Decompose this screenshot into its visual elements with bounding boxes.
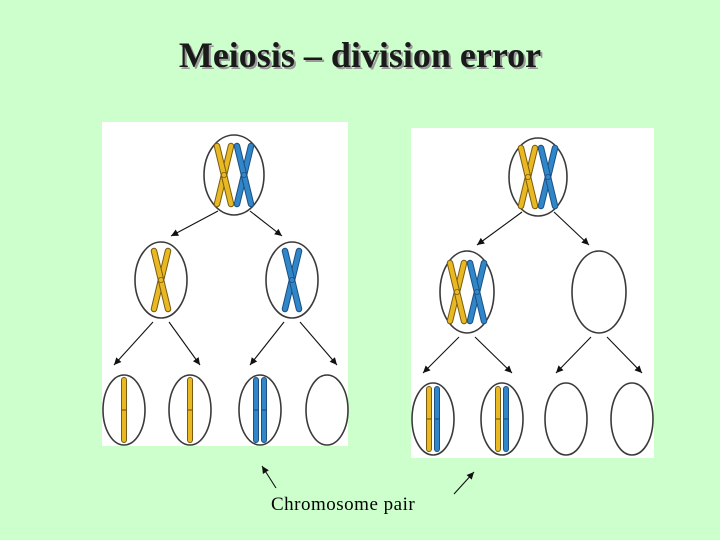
- nondisjunction-daughter-cell: [571, 250, 627, 334]
- yellow-x-chromosome-icon: [213, 142, 235, 208]
- blue-x-chromosome-icon: [233, 142, 255, 208]
- yellow-x-chromosome-icon: [150, 247, 172, 313]
- blue-single-chromosome-icon: [261, 377, 267, 443]
- division-arrow: [168, 321, 201, 366]
- nondisjunction-gamete-cell: [411, 382, 455, 456]
- yellow-single-chromosome-icon: [495, 386, 501, 452]
- nondisjunction-parent-cell: [508, 137, 568, 217]
- blue-single-chromosome-icon: [253, 377, 259, 443]
- yellow-x-chromosome-icon: [517, 144, 539, 210]
- division-arrow: [299, 321, 338, 366]
- normal-division-parent-cell: [203, 134, 265, 216]
- division-arrow: [170, 210, 219, 237]
- division-arrow: [422, 336, 460, 374]
- slide-title: Meiosis – division error: [178, 35, 542, 75]
- chromosome-pair-label: Chromosome pair: [271, 494, 416, 515]
- division-arrow: [474, 336, 513, 374]
- nondisjunction-gamete-cell: [480, 382, 524, 456]
- yellow-single-chromosome-icon: [426, 386, 432, 452]
- caption-pointer-arrow-right: [453, 471, 475, 495]
- yellow-single-chromosome-icon: [187, 377, 193, 443]
- normal-division-gamete-cell: [102, 374, 146, 446]
- blue-x-chromosome-icon: [537, 144, 559, 210]
- blue-single-chromosome-icon: [434, 386, 440, 452]
- division-arrow: [249, 321, 285, 366]
- blue-x-chromosome-icon: [281, 247, 303, 313]
- blue-single-chromosome-icon: [503, 386, 509, 452]
- division-arrow: [476, 211, 523, 246]
- caption-pointer-arrow-left: [261, 465, 277, 489]
- division-arrow: [553, 211, 590, 246]
- nondisjunction-daughter-cell: [439, 250, 495, 334]
- division-arrow: [113, 321, 154, 366]
- yellow-single-chromosome-icon: [121, 377, 127, 443]
- normal-division-gamete-cell: [238, 374, 282, 446]
- blue-x-chromosome-icon: [466, 259, 488, 325]
- division-arrow: [555, 336, 592, 374]
- division-arrow: [606, 336, 643, 374]
- normal-division-daughter-cell: [265, 241, 319, 319]
- normal-division-gamete-cell: [305, 374, 349, 446]
- yellow-x-chromosome-icon: [446, 259, 468, 325]
- normal-division-gamete-cell: [168, 374, 212, 446]
- nondisjunction-gamete-cell: [544, 382, 588, 456]
- normal-division-daughter-cell: [134, 241, 188, 319]
- division-arrow: [249, 210, 283, 237]
- nondisjunction-gamete-cell: [610, 382, 654, 456]
